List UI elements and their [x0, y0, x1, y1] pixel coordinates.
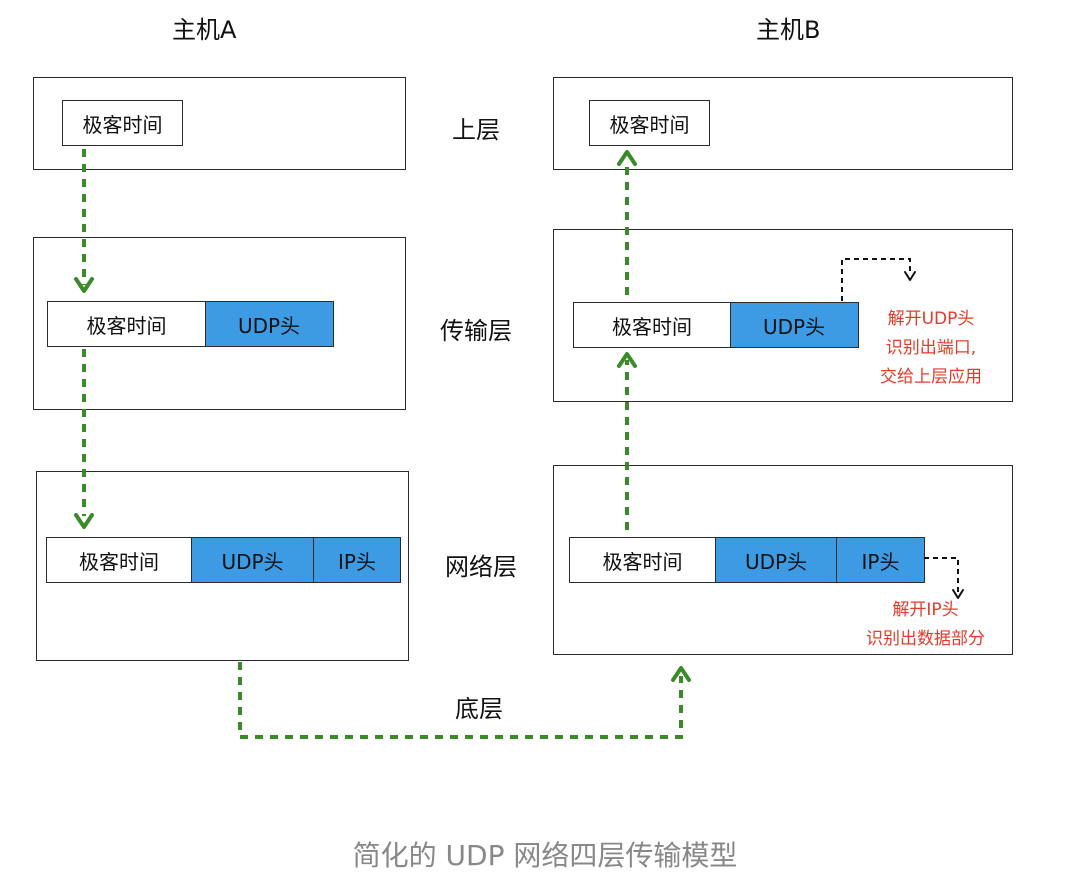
udp-unwrap-arrowhead	[904, 271, 916, 281]
udp-header-cell: UDP头	[729, 302, 859, 348]
ip-header-cell: IP头	[836, 537, 925, 583]
data-cell: 极客时间	[569, 537, 716, 583]
host-a-title: 主机A	[172, 16, 237, 44]
layer-label-network: 网络层	[445, 553, 517, 581]
data-cell: 极客时间	[62, 100, 183, 146]
host-b-network-packet: 极客时间 UDP头 IP头	[569, 537, 925, 583]
host-a-transport-packet: 极客时间 UDP头	[47, 301, 334, 347]
transport-note-line-2: 识别出端口,	[885, 338, 977, 358]
data-cell: 极客时间	[47, 301, 206, 347]
data-cell: 极客时间	[573, 302, 731, 348]
transport-note-line-1: 解开UDP头	[887, 309, 975, 329]
layer-label-upper: 上层	[452, 116, 500, 144]
transport-note: 解开UDP头 识别出端口, 交给上层应用	[880, 305, 982, 392]
layer-label-transport: 传输层	[440, 317, 512, 345]
figure-caption: 简化的 UDP 网络四层传输模型	[352, 839, 738, 872]
udp-unwrap-arrow	[841, 258, 911, 301]
udp-header-cell: UDP头	[204, 301, 334, 347]
ip-header-cell: IP头	[313, 537, 401, 583]
ip-unwrap-arrow	[924, 557, 959, 592]
host-a-network-packet: 极客时间 UDP头 IP头	[46, 537, 401, 583]
udp-header-cell: UDP头	[190, 537, 315, 583]
arrowhead-a-1	[74, 277, 94, 293]
arrowhead-bottom	[671, 666, 691, 682]
ip-unwrap-arrowhead	[952, 589, 964, 599]
data-cell: 极客时间	[589, 100, 710, 146]
transport-note-line-3: 交给上层应用	[880, 367, 982, 387]
layer-label-bottom: 底层	[455, 695, 503, 723]
arrowhead-b-1	[617, 352, 637, 368]
data-cell: 极客时间	[46, 537, 192, 583]
host-b-transport-packet: 极客时间 UDP头	[573, 302, 859, 348]
network-note-line-2: 识别出数据部分	[866, 629, 985, 649]
network-note-line-1: 解开IP头	[892, 600, 959, 620]
network-note: 解开IP头 识别出数据部分	[866, 596, 985, 654]
arrow-bottom-path	[238, 662, 683, 739]
udp-header-cell: UDP头	[714, 537, 838, 583]
host-a-upper-packet: 极客时间	[62, 100, 183, 146]
arrowhead-b-2	[617, 150, 637, 166]
host-b-title: 主机B	[756, 16, 821, 44]
arrowhead-a-2	[74, 513, 94, 529]
host-b-upper-packet: 极客时间	[589, 100, 710, 146]
